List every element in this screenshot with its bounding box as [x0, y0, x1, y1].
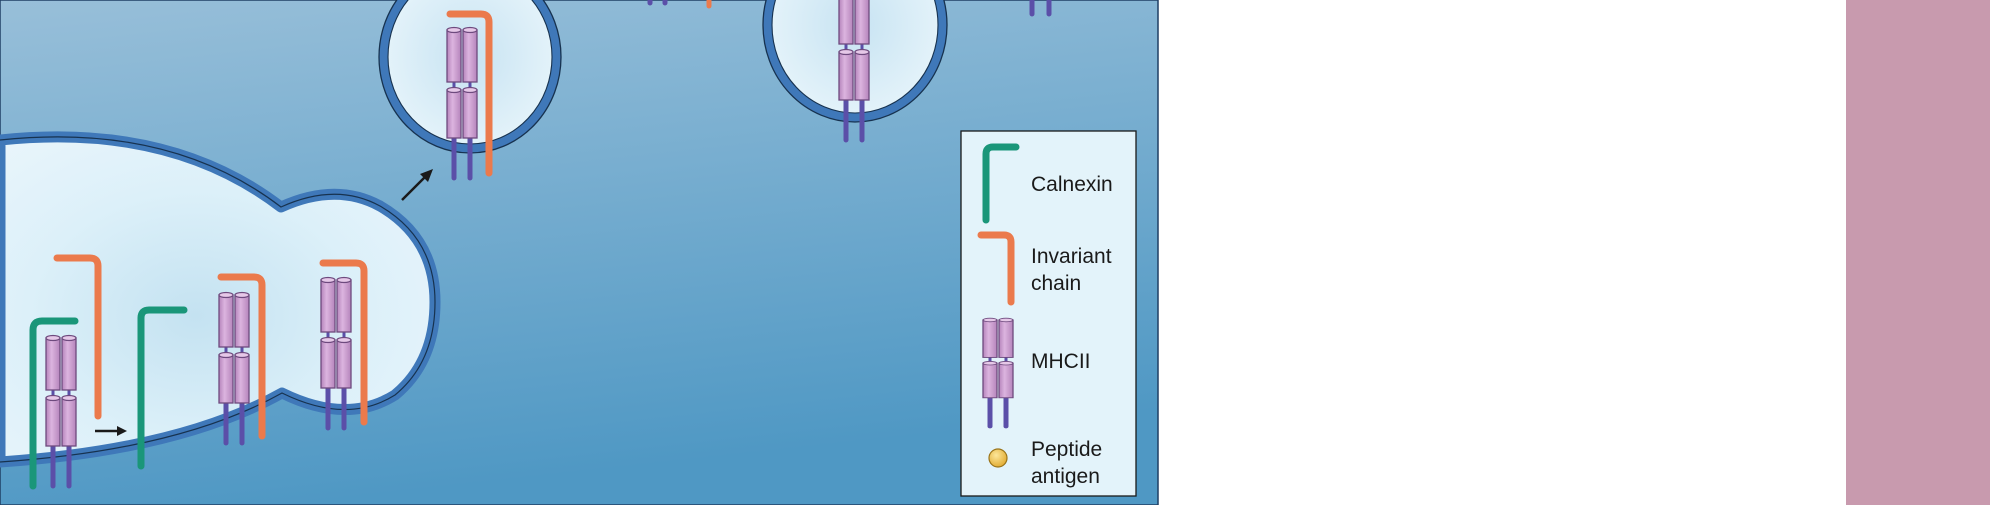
calnexin-mhcii-complex: [29, 317, 79, 490]
legend-label-invariant-chain-line2: chain: [1031, 272, 1081, 295]
invariant-mhcii-complex-1: [219, 273, 266, 443]
arrow-release: [95, 426, 127, 436]
peptide-antigen-legend-icon: [988, 448, 1008, 468]
mhcii-tail-top-fragment-2: [1029, 0, 1052, 17]
vesicle-invariant-mhcii-complex: [447, 10, 493, 178]
legend-box: [960, 130, 1137, 497]
invariant-chain-legend-icon: [977, 231, 1015, 306]
legend: Calnexin Invariant chain MHCII Peptide a…: [960, 130, 1137, 497]
arrow-to-vesicle: [401, 169, 433, 201]
panel-border: [0, 0, 1159, 505]
legend-label-mhcii: MHCII: [1031, 350, 1091, 373]
legend-label-invariant-chain: Invariant: [1031, 245, 1112, 268]
invariant-mhcii-complex-2: [321, 259, 368, 428]
legend-label-peptide-antigen-line2: antigen: [1031, 465, 1100, 488]
right-color-strip: [1846, 0, 1990, 505]
mhcii-tail-top-fragment: [647, 0, 668, 6]
invariant-chain-free: [53, 254, 102, 420]
legend-label-peptide-antigen: Peptide: [1031, 438, 1102, 461]
calnexin-free: [137, 306, 188, 470]
calnexin-legend-icon: [982, 143, 1020, 224]
legend-label-calnexin: Calnexin: [1031, 173, 1113, 196]
